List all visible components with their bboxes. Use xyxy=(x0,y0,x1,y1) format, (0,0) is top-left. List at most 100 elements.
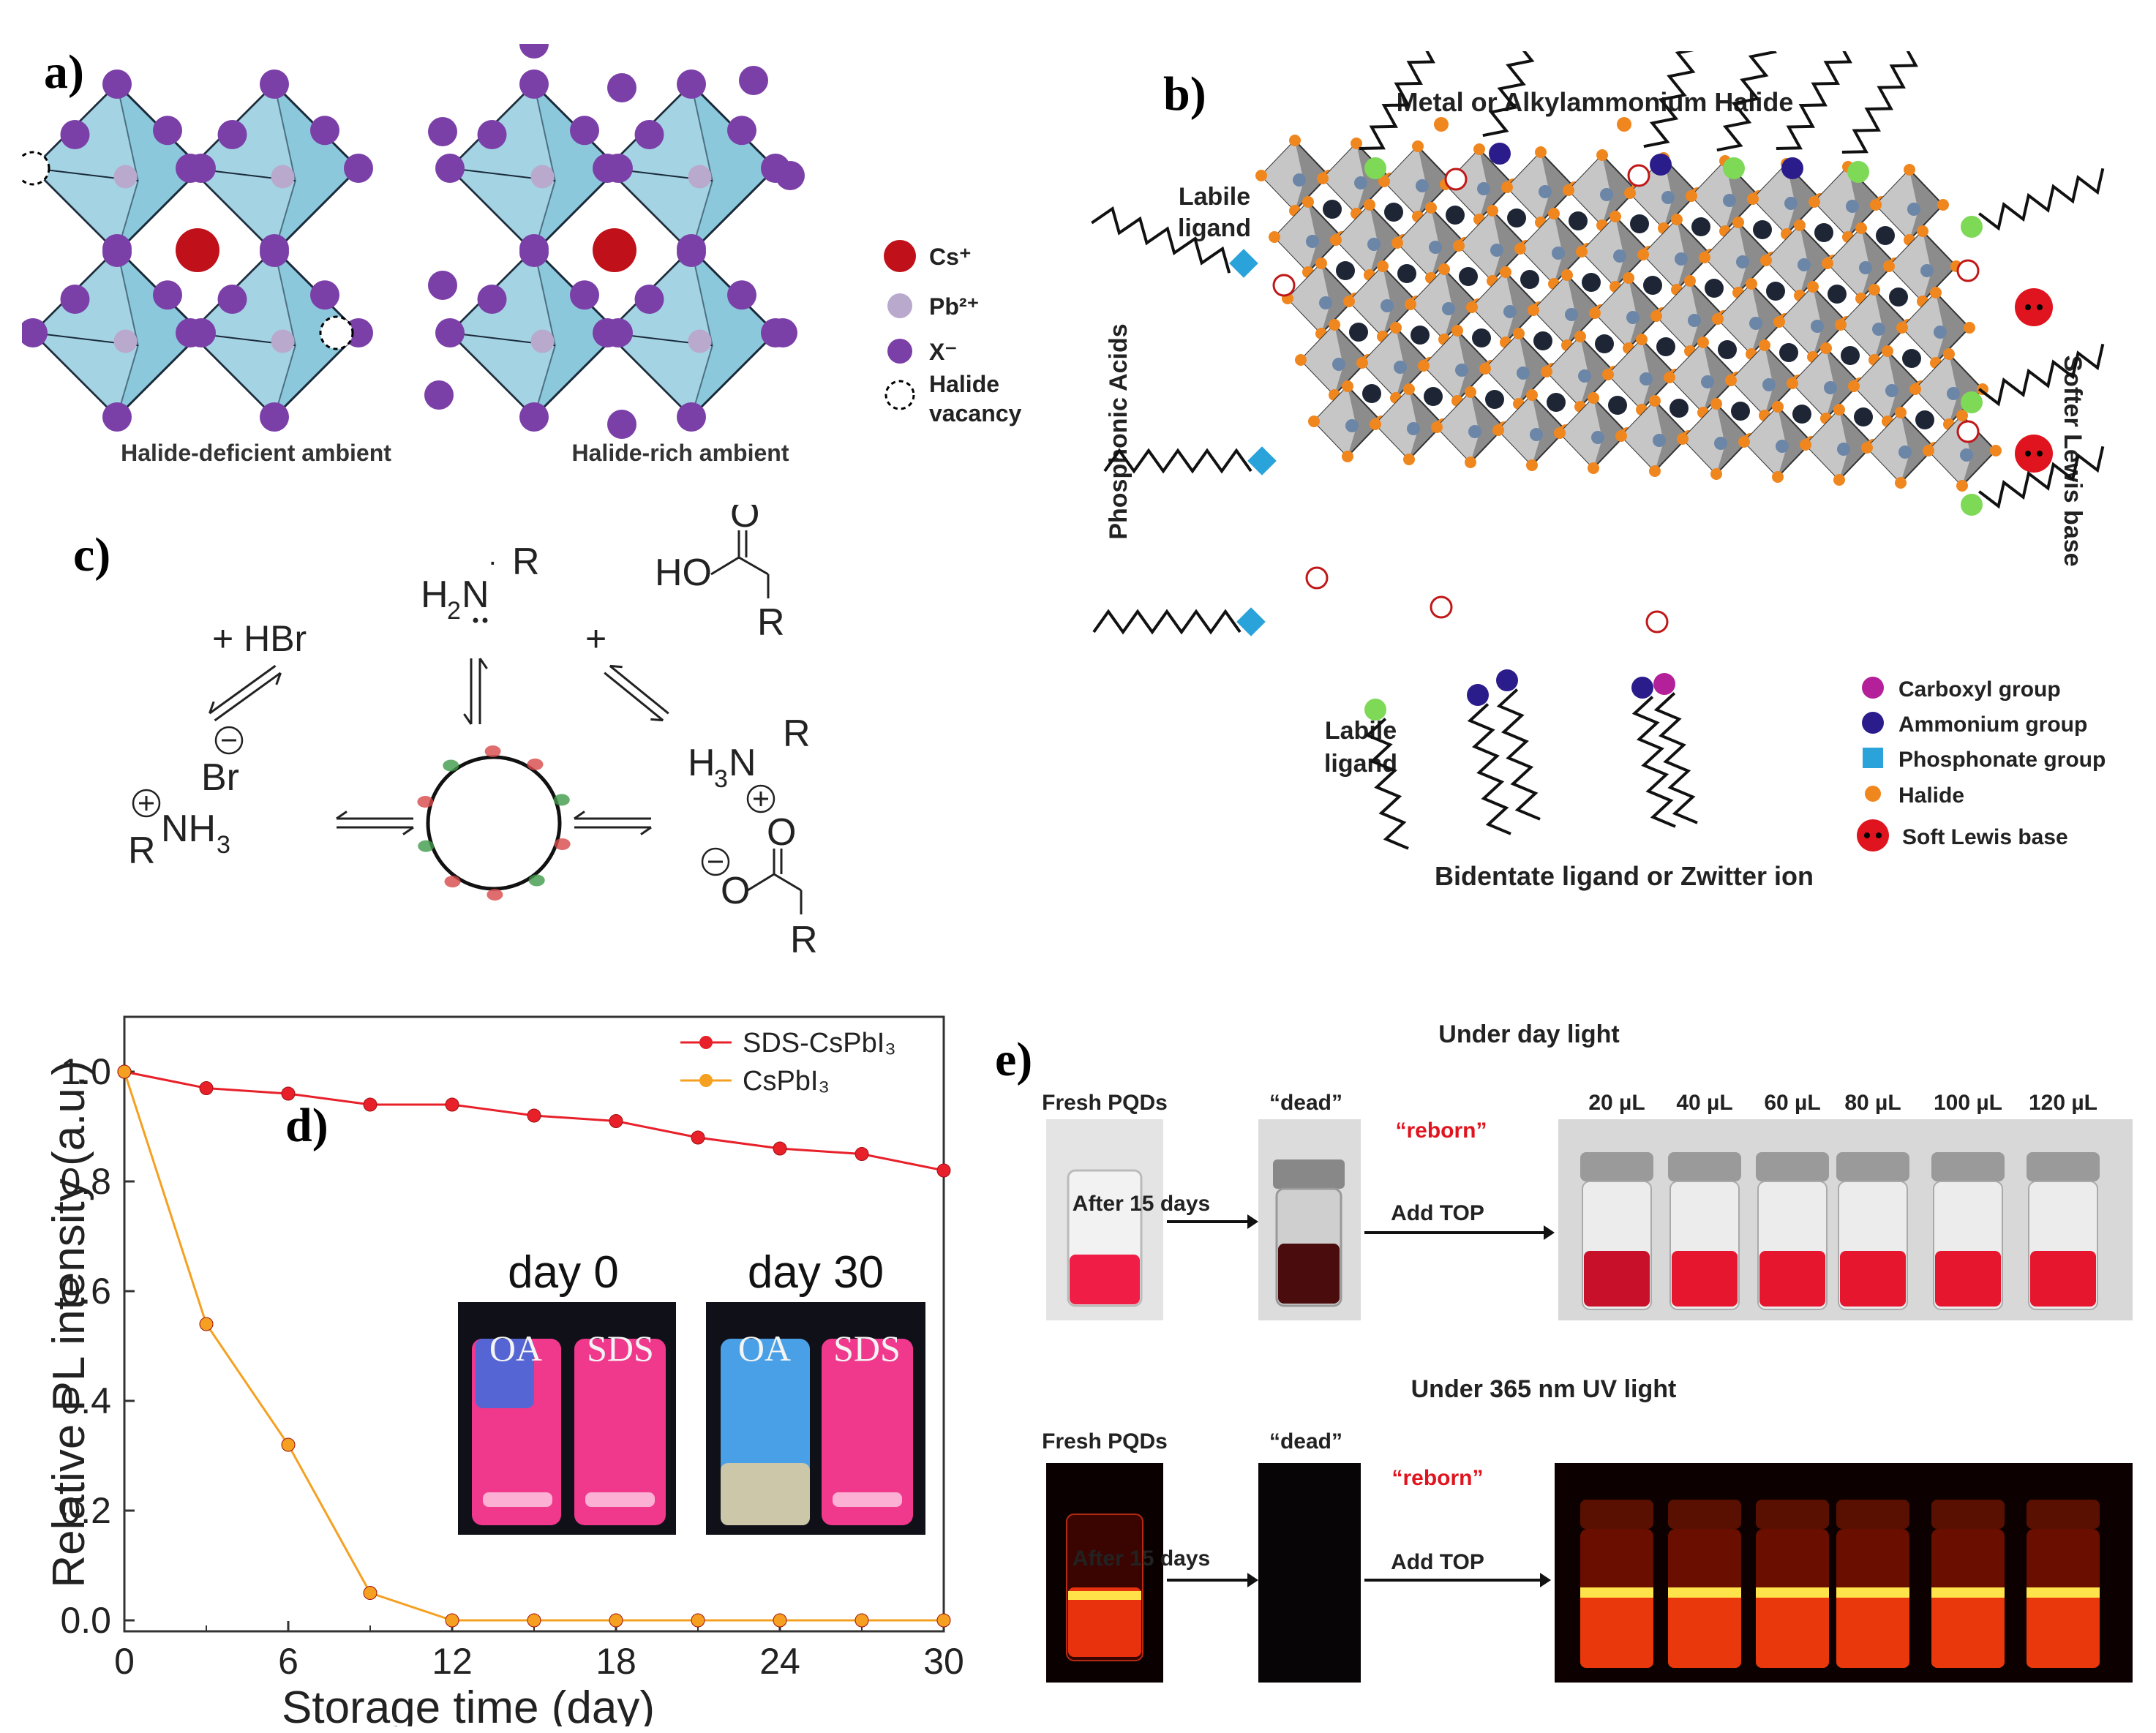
soft-base-dot xyxy=(1876,832,1882,838)
octahedron-face xyxy=(1656,281,1699,351)
halide-atom xyxy=(1697,337,1709,348)
octahedron-face xyxy=(1744,407,1787,477)
octahedron-face xyxy=(1792,348,1835,418)
halide-atom xyxy=(1479,363,1491,375)
halide-atom xyxy=(1747,193,1759,205)
vial-cap xyxy=(2027,1152,2100,1181)
vial-cap-uv xyxy=(1836,1500,1909,1529)
legend-label: SDS-CsPbI₃ xyxy=(743,1028,896,1059)
halide-atom xyxy=(1738,436,1750,448)
halide-atom xyxy=(22,318,48,347)
pb-atom xyxy=(1332,358,1345,371)
lone-pair-dot xyxy=(2025,304,2031,310)
alkyl-chain xyxy=(1978,168,2105,231)
halide-atom xyxy=(1561,269,1573,281)
halide-atom xyxy=(727,116,756,146)
halide-atom xyxy=(1650,310,1662,322)
halide-atom xyxy=(1835,319,1847,331)
halide-atom xyxy=(1773,316,1785,328)
headgroup xyxy=(1961,391,1983,413)
halide-atom xyxy=(1255,170,1267,181)
octahedron-face xyxy=(1336,205,1378,275)
headgroup xyxy=(1653,673,1675,695)
glow-line xyxy=(1068,1591,1141,1600)
vial-cap xyxy=(1931,1152,2005,1181)
vial-glow-uv xyxy=(1756,1587,1829,1598)
lone-pair-dot xyxy=(2037,304,2043,310)
pb-atom xyxy=(1345,419,1359,432)
octahedron-face xyxy=(1595,278,1637,348)
vial-glow-uv xyxy=(1836,1587,1909,1598)
amine-molecule: H 2 N . R xyxy=(421,541,540,625)
halide-atom xyxy=(1649,465,1661,477)
data-point xyxy=(117,1064,132,1079)
halide-atom xyxy=(519,234,549,263)
halide-atom xyxy=(1820,342,1832,354)
halide-atom xyxy=(727,280,756,310)
halide-atom xyxy=(1848,380,1860,392)
halide-atom xyxy=(1302,196,1314,208)
panel-a: a) Cs⁺ Pb²⁺ X⁻ Halide vacancy Halide-def… xyxy=(22,44,1022,466)
data-point xyxy=(609,1114,623,1128)
dead-uv: “dead” xyxy=(1269,1429,1342,1454)
pb-atom xyxy=(1517,366,1530,380)
pb-atom xyxy=(113,165,138,189)
halide-atom xyxy=(1295,354,1307,366)
arrow-head xyxy=(640,826,652,835)
pb-atom xyxy=(1600,188,1613,201)
halide-atom xyxy=(1431,421,1443,433)
halide-atom xyxy=(1343,296,1355,307)
vial-cap xyxy=(1273,1159,1345,1189)
vial-sds-day30 xyxy=(822,1339,913,1525)
cs-atom xyxy=(1705,279,1724,298)
nanocrystal xyxy=(417,745,571,901)
perovskite-lattice xyxy=(1255,135,2002,492)
cs-atom xyxy=(1669,399,1689,418)
halide-atom xyxy=(310,280,339,310)
pb-atom xyxy=(688,165,712,189)
halide-atom xyxy=(1956,410,1968,421)
surface-ligand-blob xyxy=(554,838,571,850)
halide-atom xyxy=(1418,360,1430,372)
halide-atom xyxy=(260,69,289,99)
octahedron-face xyxy=(1288,263,1330,334)
pb-dot-icon xyxy=(887,293,912,318)
halide-atom xyxy=(1956,480,1968,492)
halide-atom xyxy=(1535,146,1547,158)
pb-atom xyxy=(1530,428,1543,441)
cs-atom xyxy=(1595,334,1614,353)
halide-atom xyxy=(1833,474,1845,486)
pb-atom xyxy=(1723,194,1736,207)
octahedron-face xyxy=(1520,214,1563,284)
halide-atom xyxy=(1760,255,1772,266)
halide-atom xyxy=(775,161,805,190)
halide-atom xyxy=(1623,272,1634,284)
protonated-amine: H 3 N R xyxy=(688,713,811,813)
halide-atom xyxy=(1356,357,1368,369)
pb-atom xyxy=(271,165,295,189)
pb-atom xyxy=(1552,247,1565,260)
soft-lewis-base xyxy=(2015,288,2053,326)
octahedron-face xyxy=(1375,389,1418,459)
halide-atom xyxy=(1425,202,1437,214)
pb-atom xyxy=(113,329,138,353)
halide-atom xyxy=(1269,231,1280,243)
vial-liquid xyxy=(2030,1251,2096,1307)
cs-atom xyxy=(1569,211,1588,230)
cs-atom xyxy=(1854,407,1873,426)
octahedron-face xyxy=(1446,149,1488,219)
cs-atom xyxy=(1841,346,1860,365)
pb-atom xyxy=(530,165,555,189)
arrow-head xyxy=(574,811,585,820)
halide-atom xyxy=(570,280,599,310)
halide-atom xyxy=(1378,176,1390,187)
reborn-day: “reborn” xyxy=(1395,1119,1487,1143)
halide-atom xyxy=(1390,322,1402,334)
ammonium-icon xyxy=(1862,712,1884,734)
fresh-day: Fresh PQDs xyxy=(1042,1091,1168,1115)
halide-atom xyxy=(1342,380,1353,392)
halide-atom xyxy=(1514,243,1526,255)
cs-dot-icon xyxy=(884,240,916,272)
halide-atom xyxy=(739,66,768,95)
